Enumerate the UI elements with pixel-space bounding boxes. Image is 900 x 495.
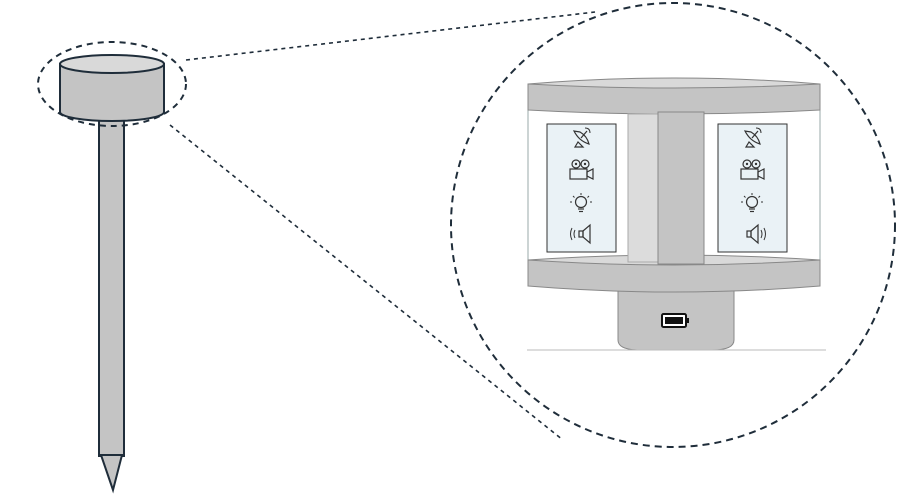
sensor-post [37,41,187,494]
battery-icon [661,313,689,328]
device-top-rim [527,77,821,89]
left-sensor-panel [546,123,617,253]
post-pole [98,117,125,457]
zoomed-device [527,77,826,351]
device-bottom-ring [527,259,821,293]
post-head-top [59,54,165,74]
device-column-back [627,113,659,263]
zoom-connector-bottom [169,124,564,441]
focus-highlight-ellipse [37,41,187,127]
right-sensor-panel [717,123,788,253]
post-head-body [59,63,165,122]
post-spike [99,454,124,494]
device-column [657,111,705,265]
